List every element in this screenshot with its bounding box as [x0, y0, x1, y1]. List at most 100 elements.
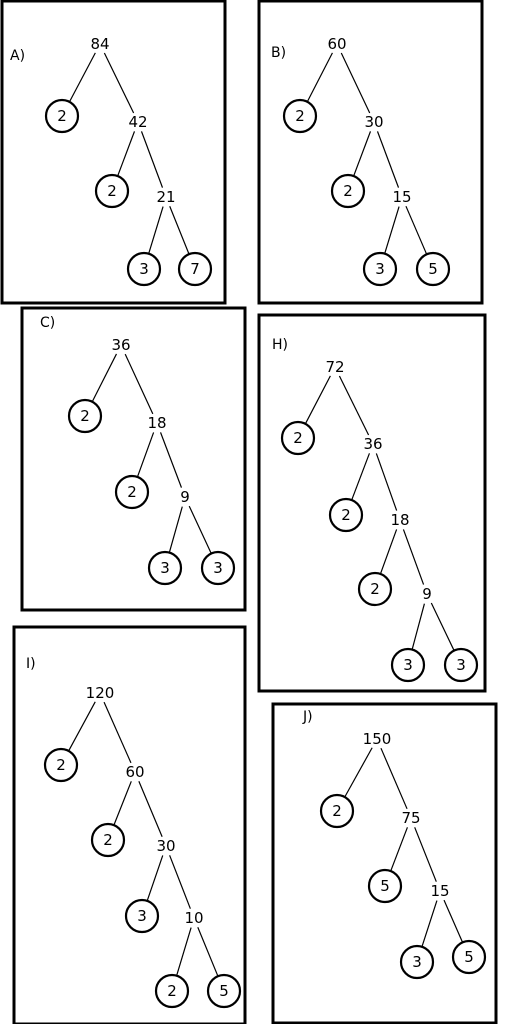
- tree-edge: [390, 827, 408, 872]
- prime-leaf-node: 3: [147, 550, 183, 586]
- leaf-circle: [43, 747, 79, 783]
- tree-edge: [421, 900, 438, 947]
- panel-label: J): [302, 709, 313, 725]
- panel-label: I): [26, 656, 36, 672]
- leaf-circle: [399, 944, 435, 980]
- prime-leaf-node: 2: [328, 497, 364, 533]
- node-value: 3: [213, 559, 223, 577]
- composite-node: 18: [390, 511, 409, 529]
- prime-leaf-node: 2: [282, 98, 318, 134]
- tree-edge: [136, 432, 155, 478]
- tree-edge: [68, 52, 96, 103]
- node-value: 9: [180, 488, 190, 506]
- composite-node: 18: [147, 414, 166, 432]
- tree-edge: [68, 701, 96, 752]
- composite-node: 30: [364, 113, 383, 131]
- panel-c: C) 36 2 18 2 9 3 3: [20, 306, 247, 612]
- tree-edge: [405, 205, 428, 255]
- tree-edge: [375, 453, 398, 511]
- prime-leaf-node: 5: [415, 251, 451, 287]
- prime-leaf-node: 3: [126, 251, 162, 287]
- tree-edge: [124, 353, 154, 415]
- prime-leaf-node: 2: [154, 973, 190, 1009]
- tree-edge: [430, 602, 455, 651]
- tree-edge: [159, 432, 183, 488]
- node-value: 10: [184, 909, 203, 927]
- prime-leaf-node: 5: [206, 973, 242, 1009]
- prime-leaf-node: 2: [357, 571, 393, 607]
- tree-edge: [113, 781, 132, 826]
- prime-leaf-node: 2: [114, 474, 150, 510]
- composite-node: 10: [184, 909, 203, 927]
- prime-leaf-node: 2: [319, 793, 355, 829]
- composite-node: 84: [90, 35, 109, 53]
- tree-edge: [140, 131, 164, 188]
- prime-leaf-node: 3: [200, 550, 236, 586]
- node-value: 2: [56, 756, 66, 774]
- node-value: 2: [167, 982, 177, 1000]
- node-value: 2: [295, 107, 305, 125]
- node-value: 5: [428, 260, 438, 278]
- prime-leaf-node: 2: [67, 398, 103, 434]
- leaf-circle: [415, 251, 451, 287]
- node-value: 5: [380, 877, 390, 895]
- leaf-circle: [94, 173, 130, 209]
- prime-leaf-node: 2: [43, 747, 79, 783]
- node-value: 36: [111, 336, 130, 354]
- node-value: 2: [80, 407, 90, 425]
- prime-leaf-node: 5: [367, 868, 403, 904]
- composite-node: 15: [392, 188, 411, 206]
- tree-edge: [379, 529, 398, 575]
- node-value: 150: [363, 730, 392, 748]
- tree-edge: [103, 52, 135, 114]
- prime-leaf-node: 3: [124, 898, 160, 934]
- leaf-circle: [44, 98, 80, 134]
- prime-leaf-node: 2: [94, 173, 130, 209]
- node-value: 2: [57, 107, 67, 125]
- composite-node: 9: [422, 585, 432, 603]
- node-value: 3: [403, 656, 413, 674]
- composite-node: 36: [363, 435, 382, 453]
- node-value: 2: [343, 182, 353, 200]
- node-value: 3: [456, 656, 466, 674]
- leaf-circle: [330, 173, 366, 209]
- tree-edge: [380, 747, 408, 810]
- node-value: 30: [156, 837, 175, 855]
- tree-edge: [344, 747, 373, 798]
- prime-leaf-node: 2: [44, 98, 80, 134]
- tree-edge: [304, 375, 331, 425]
- leaf-circle: [328, 497, 364, 533]
- node-value: 36: [363, 435, 382, 453]
- node-value: 72: [325, 358, 344, 376]
- leaf-circle: [124, 898, 160, 934]
- node-value: 21: [156, 188, 175, 206]
- prime-leaf-node: 7: [177, 251, 213, 287]
- leaf-circle: [367, 868, 403, 904]
- tree-edge: [169, 206, 190, 255]
- node-value: 2: [107, 182, 117, 200]
- tree-edge: [168, 506, 183, 553]
- tree-edge: [443, 899, 464, 943]
- node-value: 2: [293, 429, 303, 447]
- composite-node: 72: [325, 358, 344, 376]
- composite-node: 42: [128, 113, 147, 131]
- composite-node: 120: [86, 684, 115, 702]
- leaf-circle: [114, 474, 150, 510]
- tree-edge: [411, 603, 425, 650]
- prime-leaf-node: 2: [280, 420, 316, 456]
- node-value: 3: [160, 559, 170, 577]
- panel-border: [271, 702, 498, 1024]
- panel-label: C): [40, 315, 55, 331]
- tree-edge: [384, 206, 400, 254]
- tree-edge: [402, 529, 425, 585]
- leaf-circle: [126, 251, 162, 287]
- leaf-circle: [90, 822, 126, 858]
- composite-node: 21: [156, 188, 175, 206]
- node-value: 120: [86, 684, 115, 702]
- prime-leaf-node: 2: [90, 822, 126, 858]
- node-value: 5: [464, 948, 474, 966]
